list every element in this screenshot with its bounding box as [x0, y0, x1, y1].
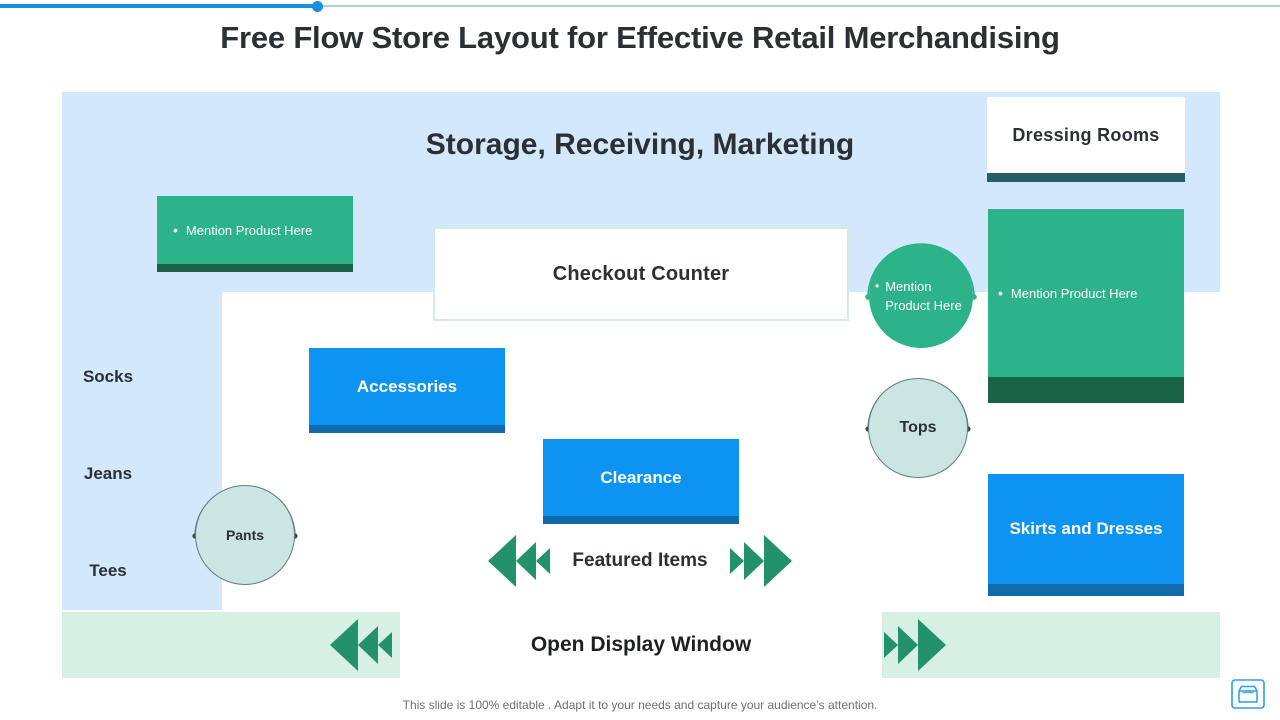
open-display-window-label: Open Display Window [400, 612, 882, 678]
dressing-rooms-foot [987, 173, 1185, 182]
accessories-label: Accessories [356, 376, 458, 396]
checkout-counter-box[interactable]: Checkout Counter [433, 227, 849, 321]
clearance-body: Clearance [543, 439, 739, 524]
open-display-window-left-panel [62, 612, 400, 678]
arrow-left-large-icon [330, 619, 358, 671]
pants-circle-body: Pants [195, 485, 295, 585]
pants-label: Pants [225, 527, 265, 543]
storage-receiving-marketing-heading: Storage, Receiving, Marketing [425, 128, 855, 161]
open-display-left-arrows [330, 612, 392, 678]
open-display-window-right-panel [882, 612, 1220, 678]
checkout-counter-label: Checkout Counter [552, 262, 730, 285]
progress-dot-icon [312, 1, 323, 12]
tops-circle[interactable]: Tops [861, 371, 975, 478]
bullet-icon: • [875, 279, 880, 293]
featured-items-right-arrows [729, 535, 792, 587]
skirts-and-dresses-foot [988, 584, 1184, 596]
bullet-row: • Mention Product Here [173, 222, 312, 239]
mention-product-circle-text: Mention Product Here [885, 279, 962, 313]
progress-track [0, 5, 1280, 7]
accessories-box[interactable]: Accessories [309, 348, 505, 433]
arrow-right-large-icon [918, 619, 946, 671]
skirts-and-dresses-body: Skirts and Dresses [988, 474, 1184, 596]
dressing-rooms-body: Dressing Rooms [987, 97, 1185, 182]
mention-product-left-box[interactable]: • Mention Product Here [157, 196, 353, 272]
arrow-left-small-icon [378, 632, 392, 658]
page-title: Free Flow Store Layout for Effective Ret… [220, 20, 1060, 55]
mention-product-circle[interactable]: • Mention Product Here [861, 236, 981, 348]
bullet-row: • Mention Product Here [998, 285, 1137, 302]
footer-note: This slide is 100% editable . Adapt it t… [402, 698, 878, 712]
arrow-right-small-icon [729, 548, 744, 574]
storefront-icon [1231, 679, 1265, 709]
open-display-right-arrows [884, 612, 946, 678]
skirts-and-dresses-box[interactable]: Skirts and Dresses [988, 474, 1184, 596]
accessories-foot [309, 425, 505, 433]
clearance-box[interactable]: Clearance [543, 439, 739, 524]
category-label-socks: Socks [82, 367, 134, 386]
arrow-right-small-icon [884, 632, 898, 658]
mention-product-right-body: • Mention Product Here [988, 209, 1184, 403]
accessories-body: Accessories [309, 348, 505, 433]
mention-product-right-text: Mention Product Here [1010, 285, 1138, 301]
dressing-rooms-box[interactable]: Dressing Rooms [987, 97, 1185, 182]
pants-circle[interactable]: Pants [188, 478, 302, 585]
arrow-left-small-icon [536, 548, 551, 574]
bullet-row: • Mention Product Here [869, 277, 973, 315]
bullet-icon: • [173, 221, 178, 238]
top-progress-bar [0, 0, 1280, 14]
category-label-jeans: Jeans [83, 464, 133, 483]
arrow-right-medium-icon [898, 626, 918, 664]
mention-product-right-foot [988, 377, 1184, 403]
tops-label: Tops [899, 419, 937, 436]
arrow-left-large-icon [488, 535, 517, 587]
bullet-icon: • [998, 284, 1003, 301]
tops-circle-body: Tops [868, 378, 968, 478]
clearance-foot [543, 516, 739, 524]
mention-product-left-text: Mention Product Here [185, 222, 313, 238]
arrow-left-medium-icon [516, 542, 537, 580]
clearance-label: Clearance [600, 467, 682, 487]
category-label-tees: Tees [89, 561, 127, 580]
arrow-right-medium-icon [743, 542, 764, 580]
mention-product-circle-body: • Mention Product Here [869, 244, 973, 348]
arrow-right-large-icon [763, 535, 792, 587]
featured-items-label: Featured Items [572, 550, 708, 571]
dressing-rooms-label: Dressing Rooms [1012, 124, 1160, 145]
skirts-and-dresses-label: Skirts and Dresses [1009, 519, 1163, 539]
progress-fill [0, 4, 320, 8]
featured-items-left-arrows [488, 535, 551, 587]
mention-product-right-box[interactable]: • Mention Product Here [988, 209, 1184, 403]
featured-items-row: Featured Items [440, 532, 840, 590]
mention-product-left-foot [157, 264, 353, 272]
arrow-left-medium-icon [358, 626, 378, 664]
mention-product-left-body: • Mention Product Here [157, 196, 353, 272]
